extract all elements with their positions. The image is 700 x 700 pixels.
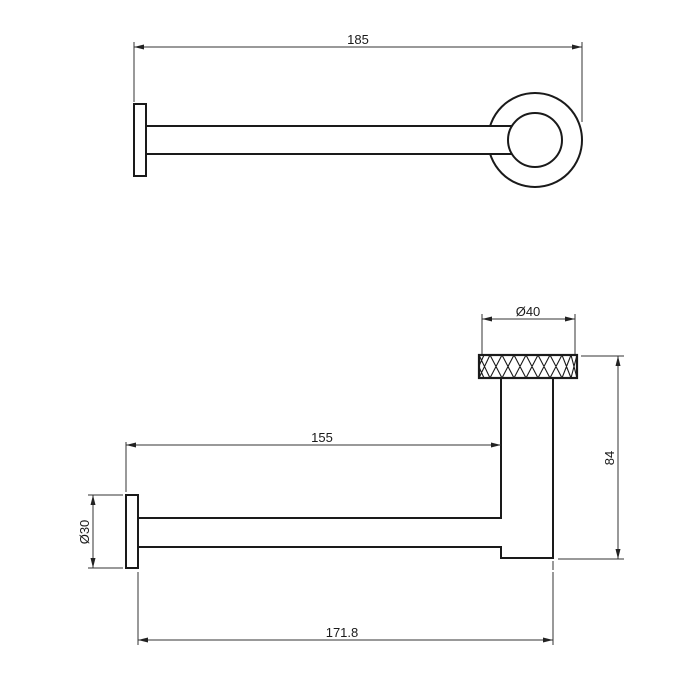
label-84: 84 [602,451,617,465]
dimension-height: 84 [552,355,624,570]
dimension-top-overall-length: 185 [133,32,583,122]
dimension-cap-diameter: Ø40 [481,304,576,354]
label-diameter-30: Ø30 [77,520,92,545]
label-171-8: 171.8 [326,625,359,640]
cap-inner-circle [507,112,563,168]
dimension-overall-length: 171.8 [137,572,554,645]
dimension-arm-length: 155 [125,430,501,492]
wall-plate-top [133,103,147,177]
arm-and-post-profile [138,378,554,559]
top-view: 185 [133,32,583,188]
knurled-cap [477,353,579,380]
dimension-plate-diameter: Ø30 [77,494,123,569]
side-view: Ø40 155 84 [77,304,624,645]
label-185: 185 [347,32,369,47]
label-155: 155 [311,430,333,445]
arm-bar-top [145,125,517,155]
label-diameter-40: Ø40 [516,304,541,319]
wall-plate-side [125,494,139,569]
